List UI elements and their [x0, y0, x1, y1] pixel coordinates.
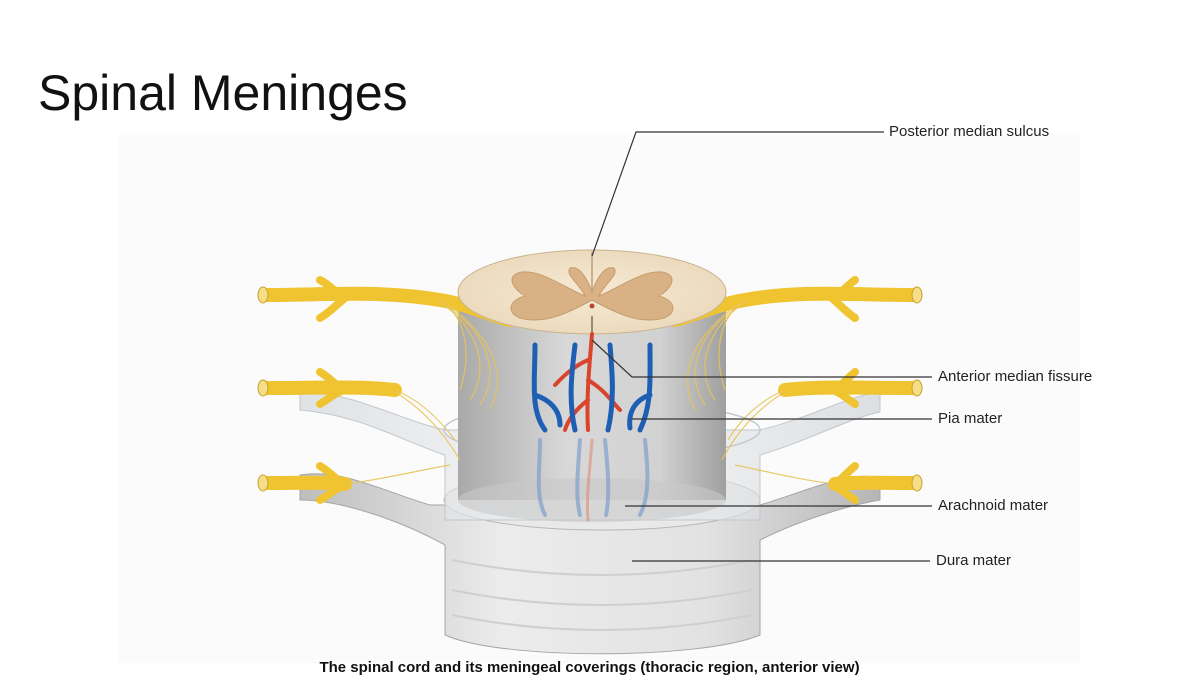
- slide-title: Spinal Meninges: [38, 64, 408, 121]
- cord-cross-section: [457, 249, 727, 335]
- label-anterior-median-fissure: Anterior median fissure: [938, 368, 1093, 385]
- spinal-veins: [531, 342, 653, 433]
- label-arachnoid-mater: Arachnoid mater: [938, 497, 1049, 514]
- label-dura-mater: Dura mater: [936, 552, 1012, 569]
- label-posterior-median-sulcus: Posterior median sulcus: [889, 123, 1050, 140]
- figure-caption: The spinal cord and its meningeal coveri…: [319, 659, 860, 676]
- leader-posterior-median-sulcus: [591, 131, 884, 257]
- label-pia-mater: Pia mater: [938, 410, 1003, 427]
- nerve-rootlets: [344, 299, 836, 485]
- anterior-spinal-artery: [553, 332, 622, 432]
- blood-vessels: [531, 332, 653, 522]
- leader-lines: [591, 131, 932, 562]
- leader-anterior-median-fissure: [591, 339, 932, 378]
- nerve-cut-ends: [257, 286, 923, 492]
